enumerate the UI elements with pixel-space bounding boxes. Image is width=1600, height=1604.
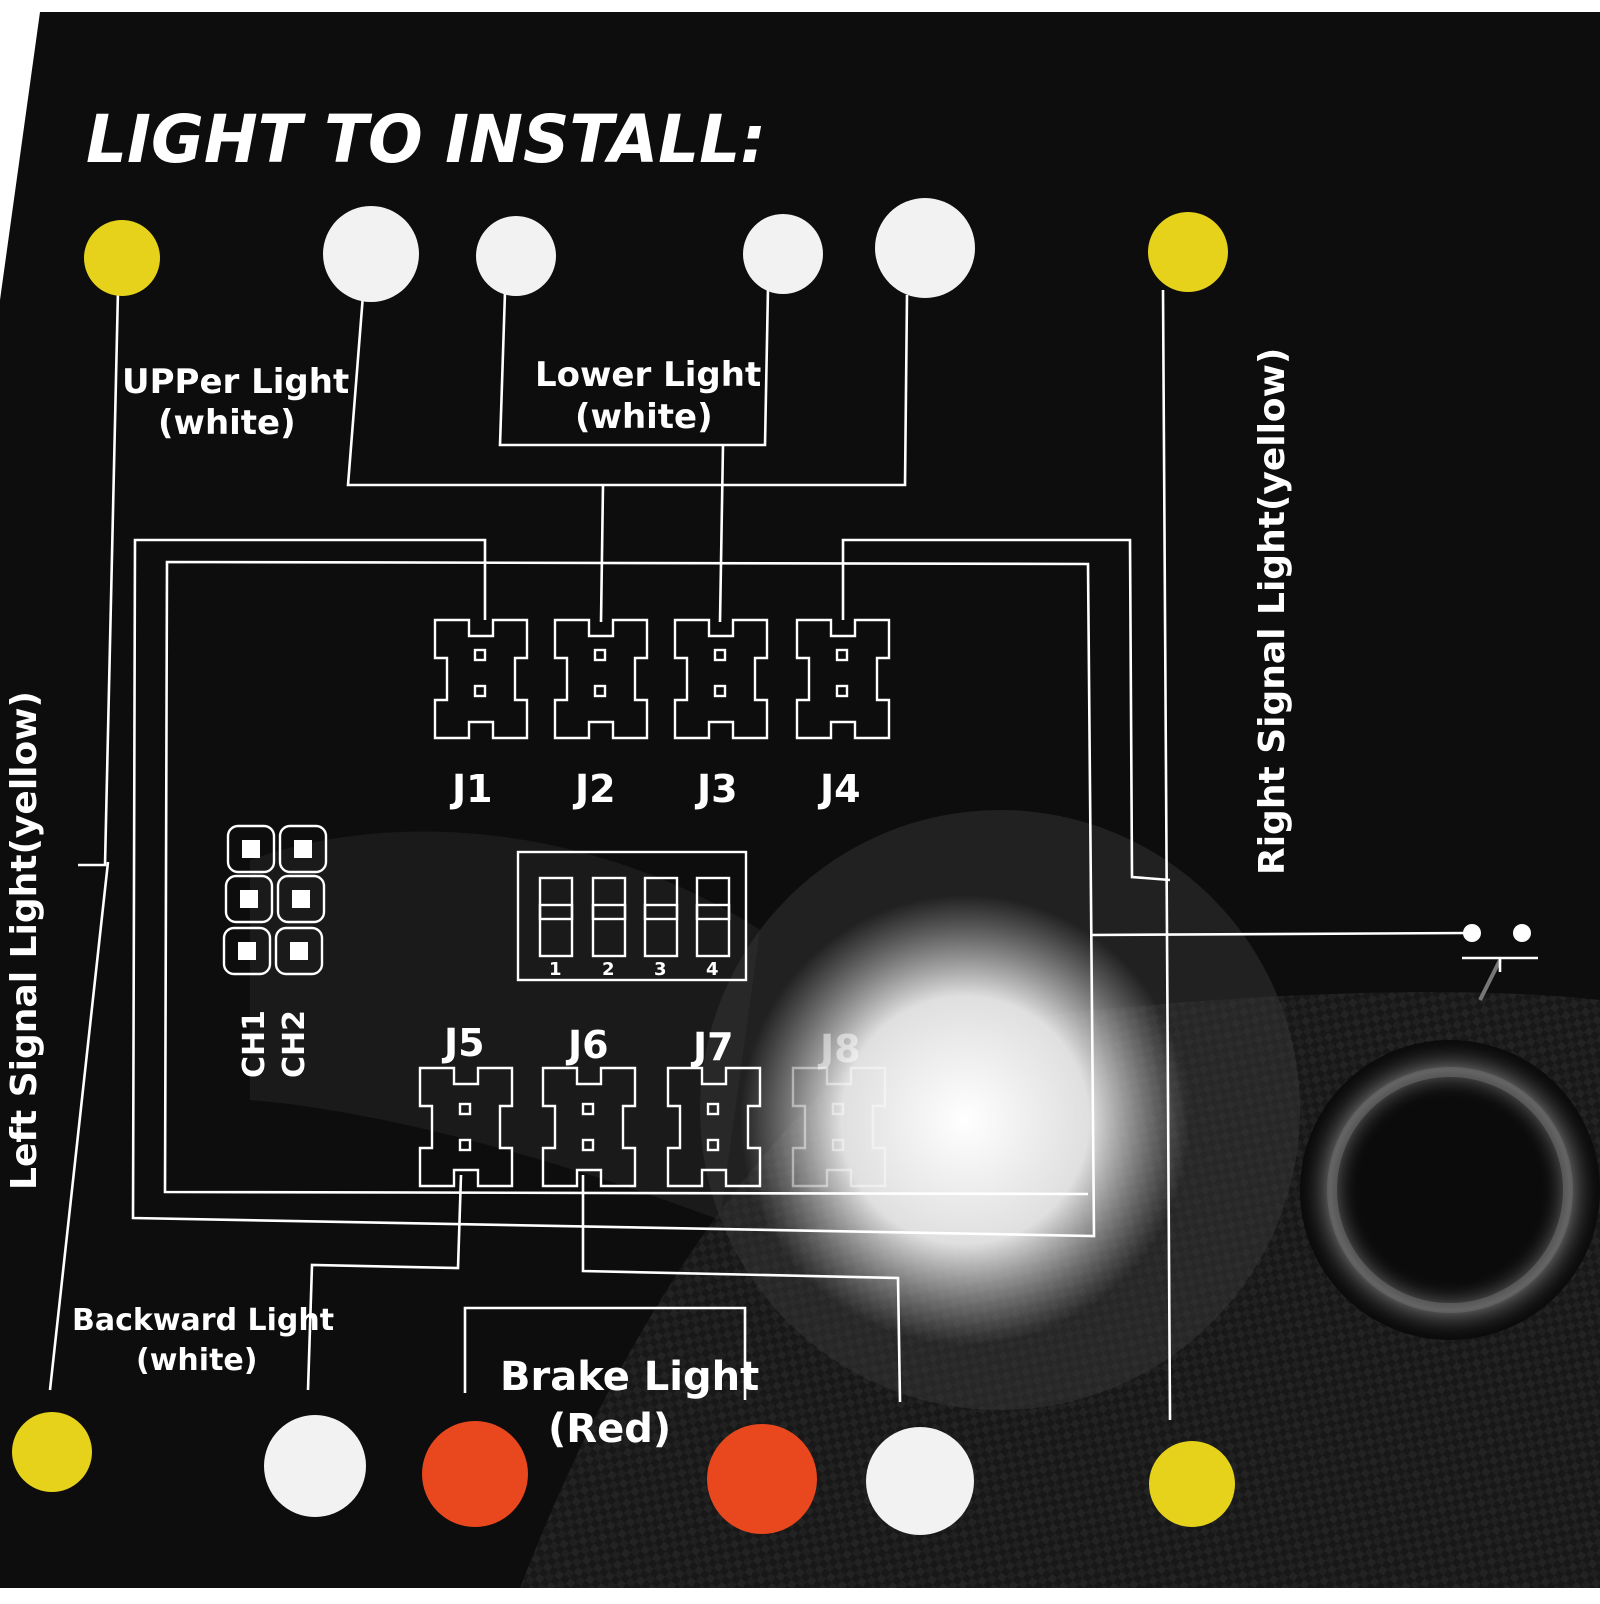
right-signal-label: Right Signal Light(yellow)	[1252, 348, 1293, 875]
channel-label-ch1: CH1	[237, 1010, 272, 1078]
connector-j8	[791, 1066, 887, 1188]
dip-switch: 1 2 3 4	[516, 850, 748, 982]
connector-j3	[673, 618, 769, 740]
brake-light-label: Brake Light	[500, 1354, 759, 1400]
connector-label-j4: J4	[817, 767, 861, 811]
lamp-right-signal-top	[1148, 212, 1228, 292]
left-signal-label: Left Signal Light(yellow)	[4, 691, 45, 1190]
backward-light-label: Backward Light	[72, 1303, 334, 1338]
lamp-brake-right	[707, 1424, 817, 1534]
lamp-right-signal-bottom	[1149, 1441, 1235, 1527]
connector-label-j3: J3	[694, 767, 738, 811]
lamps-bottom	[12, 1412, 1235, 1535]
dip-number-3: 3	[654, 959, 667, 980]
lamp-upper-right	[875, 198, 975, 298]
lower-light-color-label: (white)	[575, 397, 713, 437]
upper-light-color-label: (white)	[158, 403, 296, 443]
lamp-lower-left	[476, 216, 556, 296]
connector-label-j8: J8	[817, 1027, 861, 1071]
switch-symbol	[1462, 924, 1538, 972]
connector-label-j2: J2	[572, 767, 616, 811]
lamp-lower-right	[743, 214, 823, 294]
channel-jumper: CH1 CH2	[222, 824, 328, 1078]
lamp-upper-left	[323, 206, 419, 302]
brake-light-color-label: (Red)	[548, 1406, 671, 1452]
connector-label-j7: J7	[690, 1025, 734, 1069]
upper-light-label: UPPer Light	[122, 362, 349, 402]
backward-light-color-label: (white)	[136, 1343, 257, 1378]
wiring-lines	[48, 287, 1471, 1421]
dip-number-4: 4	[706, 959, 719, 980]
dip-number-2: 2	[602, 959, 615, 980]
lamp-backward-left	[264, 1415, 366, 1517]
connector-j4	[795, 618, 891, 740]
channel-label-ch2: CH2	[277, 1010, 312, 1078]
dip-number-1: 1	[549, 959, 562, 980]
connector-j1	[433, 618, 529, 740]
connector-j5	[418, 1066, 514, 1188]
lamp-brake-left	[422, 1421, 528, 1527]
lamp-left-signal-top	[84, 220, 160, 296]
lamp-backward-right	[866, 1427, 974, 1535]
connector-label-j1: J1	[449, 767, 493, 811]
lamps-top	[84, 198, 1228, 302]
connector-j2	[553, 618, 649, 740]
connector-row-top: J1 J2 J3 J4	[433, 618, 891, 811]
connector-label-j6: J6	[565, 1023, 609, 1067]
connector-j7	[666, 1066, 762, 1188]
connector-j6	[541, 1066, 637, 1188]
lower-light-label: Lower Light	[535, 355, 761, 395]
connector-label-j5: J5	[441, 1021, 485, 1065]
connector-row-bottom: J5 J6 J7 J8	[418, 1021, 887, 1188]
page-title: LIGHT TO INSTALL:	[86, 101, 766, 178]
lamp-left-signal-bottom	[12, 1412, 92, 1492]
